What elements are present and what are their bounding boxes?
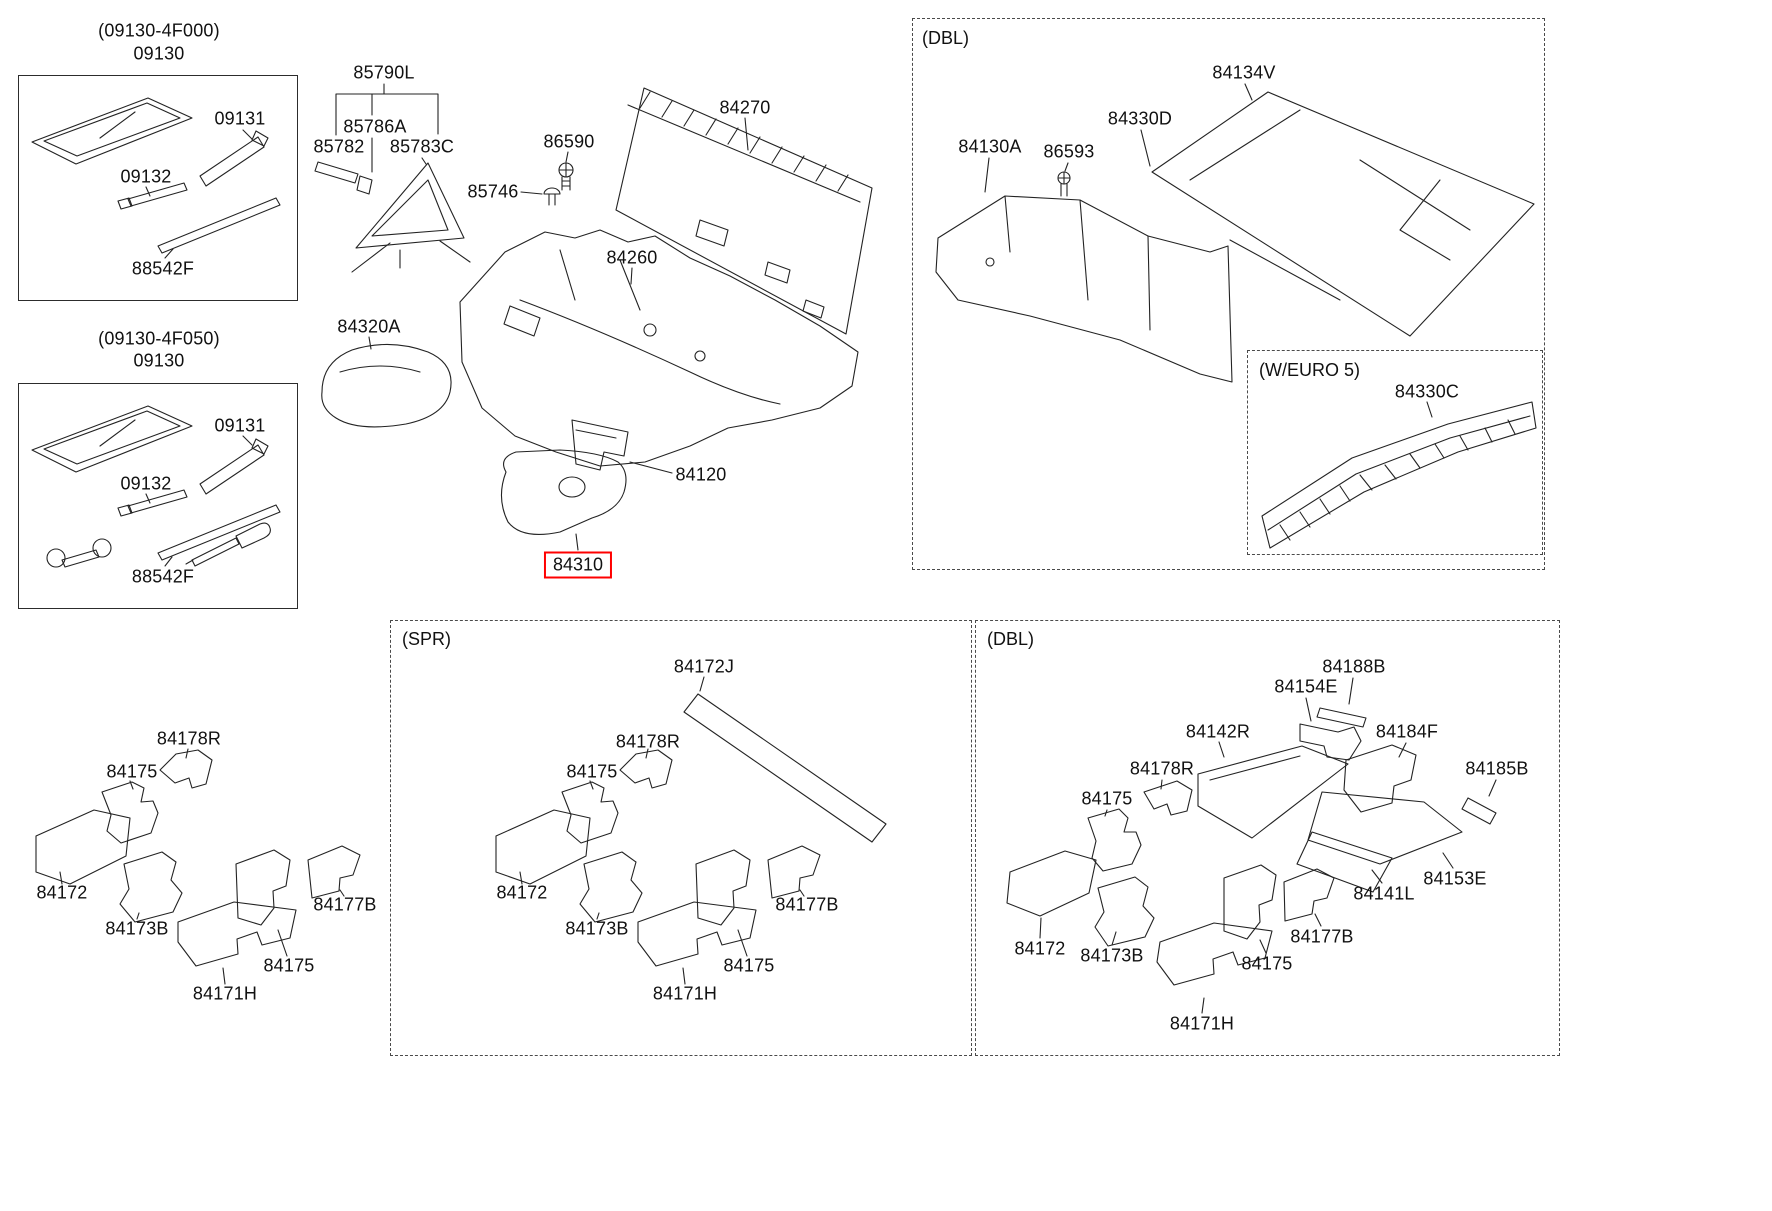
part-label-84173B-dbl[interactable]: 84173B bbox=[1080, 945, 1144, 966]
dbl-bottom-tag: (DBL) bbox=[987, 629, 1035, 649]
part-label-84172-base[interactable]: 84172 bbox=[36, 882, 88, 903]
part-label-86593[interactable]: 86593 bbox=[1043, 141, 1095, 162]
dbl-top-tag: (DBL) bbox=[922, 28, 970, 48]
part-label-84154E-dbl[interactable]: 84154E bbox=[1274, 676, 1338, 697]
part-label-84188B-dbl[interactable]: 84188B bbox=[1322, 656, 1386, 677]
part-label-84175-base1[interactable]: 84175 bbox=[106, 761, 158, 782]
part-label-84175-dbl2[interactable]: 84175 bbox=[1241, 953, 1293, 974]
part-label-85786A[interactable]: 85786A bbox=[343, 116, 407, 137]
part-label-84178R-dbl[interactable]: 84178R bbox=[1129, 758, 1195, 779]
selected-part-label-84310[interactable]: 84310 bbox=[543, 551, 613, 579]
part-label-84153E-dbl[interactable]: 84153E bbox=[1423, 868, 1487, 889]
euro5-tag: (W/EURO 5) bbox=[1259, 360, 1360, 380]
part-label-85790L[interactable]: 85790L bbox=[353, 62, 415, 83]
strip-84172J-drawing bbox=[683, 676, 887, 843]
toolkit2-code: (09130-4F050) bbox=[98, 328, 220, 349]
euro5-pad-84330C-drawing bbox=[1261, 401, 1537, 549]
part-label-86590[interactable]: 86590 bbox=[543, 131, 595, 152]
warning-triangle-kit-drawing bbox=[314, 83, 471, 273]
part-label-09131-b[interactable]: 09131 bbox=[214, 415, 266, 436]
part-label-85746[interactable]: 85746 bbox=[467, 181, 519, 202]
part-label-85782[interactable]: 85782 bbox=[313, 136, 365, 157]
part-label-84320A[interactable]: 84320A bbox=[337, 316, 401, 337]
toolkit2-box bbox=[18, 383, 298, 609]
bracket-84120-drawing bbox=[571, 419, 673, 474]
dbl-top-box bbox=[912, 18, 1545, 570]
part-label-84177B-spr[interactable]: 84177B bbox=[775, 894, 839, 915]
part-label-84175-spr1[interactable]: 84175 bbox=[566, 761, 618, 782]
part-label-09130-b[interactable]: 09130 bbox=[133, 350, 185, 371]
part-label-84184F-dbl[interactable]: 84184F bbox=[1375, 721, 1439, 742]
part-label-84120[interactable]: 84120 bbox=[675, 464, 727, 485]
part-label-09131-a[interactable]: 09131 bbox=[214, 108, 266, 129]
part-label-85783C[interactable]: 85783C bbox=[389, 136, 455, 157]
part-label-09132-b[interactable]: 09132 bbox=[120, 473, 172, 494]
part-label-84270[interactable]: 84270 bbox=[719, 97, 771, 118]
part-label-84172-dbl[interactable]: 84172 bbox=[1014, 938, 1066, 959]
floor-carpet-84260-drawing bbox=[459, 229, 859, 467]
pad-set-drawing bbox=[35, 748, 361, 985]
part-label-84178R-spr[interactable]: 84178R bbox=[615, 731, 681, 752]
part-label-84260[interactable]: 84260 bbox=[606, 247, 658, 268]
toolkit1-code: (09130-4F000) bbox=[98, 20, 220, 41]
dbl-bottom-pads-drawing bbox=[1006, 677, 1497, 1014]
part-label-09130-a[interactable]: 09130 bbox=[133, 43, 185, 64]
part-label-84175-spr2[interactable]: 84175 bbox=[723, 955, 775, 976]
part-label-84173B-spr[interactable]: 84173B bbox=[565, 918, 629, 939]
part-label-84330D[interactable]: 84330D bbox=[1107, 108, 1173, 129]
part-label-84177B-dbl[interactable]: 84177B bbox=[1290, 926, 1354, 947]
spr-tag: (SPR) bbox=[402, 629, 451, 649]
part-label-84178R-base[interactable]: 84178R bbox=[156, 728, 222, 749]
part-label-84171H-dbl[interactable]: 84171H bbox=[1169, 1013, 1235, 1034]
part-label-84141L-dbl[interactable]: 84141L bbox=[1353, 883, 1415, 904]
part-label-84171H-spr[interactable]: 84171H bbox=[652, 983, 718, 1004]
part-label-84171H-base[interactable]: 84171H bbox=[192, 983, 258, 1004]
part-label-84134V[interactable]: 84134V bbox=[1212, 62, 1276, 83]
part-label-88542F-a[interactable]: 88542F bbox=[131, 258, 195, 279]
part-label-84173B-base[interactable]: 84173B bbox=[105, 918, 169, 939]
dbl-bottom-box bbox=[975, 620, 1560, 1056]
pad-84310-drawing bbox=[500, 449, 627, 551]
part-label-84172J-spr[interactable]: 84172J bbox=[673, 656, 735, 677]
part-label-84142R-dbl[interactable]: 84142R bbox=[1185, 721, 1251, 742]
part-label-84185B-dbl[interactable]: 84185B bbox=[1465, 758, 1529, 779]
toolkit2-drawing bbox=[31, 405, 281, 568]
part-label-84172-spr[interactable]: 84172 bbox=[496, 882, 548, 903]
part-label-09132-a[interactable]: 09132 bbox=[120, 166, 172, 187]
dash-panel-84270-drawing bbox=[615, 87, 873, 335]
part-label-84175-dbl1[interactable]: 84175 bbox=[1081, 788, 1133, 809]
part-label-84130A[interactable]: 84130A bbox=[958, 136, 1022, 157]
pad-84320A-drawing bbox=[321, 336, 452, 428]
toolkit1-drawing bbox=[31, 97, 281, 259]
fastener-drawings bbox=[520, 151, 574, 206]
spr-box bbox=[390, 620, 972, 1056]
part-label-84177B-base[interactable]: 84177B bbox=[313, 894, 377, 915]
part-label-84330C[interactable]: 84330C bbox=[1394, 381, 1460, 402]
euro5-box bbox=[1247, 350, 1543, 555]
toolkit1-box bbox=[18, 75, 298, 301]
dbl-top-drawing bbox=[935, 83, 1535, 383]
part-label-88542F-b[interactable]: 88542F bbox=[131, 566, 195, 587]
part-label-84175-base2[interactable]: 84175 bbox=[263, 955, 315, 976]
